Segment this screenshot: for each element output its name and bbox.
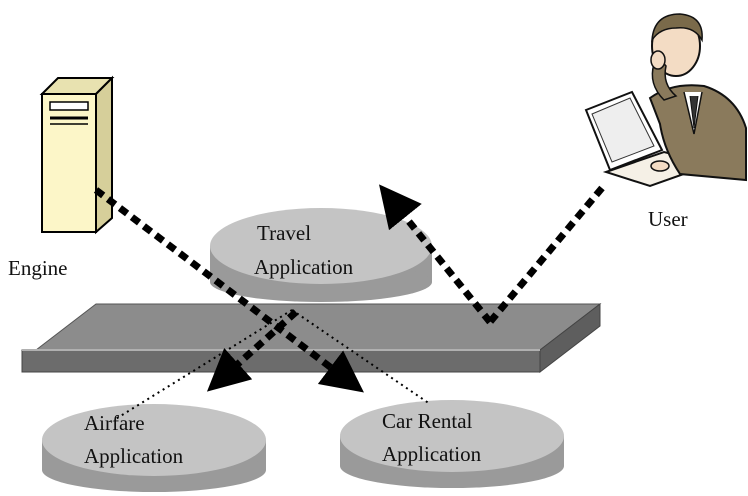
platform-to-travel-arrow xyxy=(379,184,493,325)
network-platform xyxy=(21,302,602,374)
businessman-at-computer-icon xyxy=(584,13,747,188)
travel-application-disc xyxy=(210,208,432,302)
travel-application-label-line2: Application xyxy=(254,255,354,279)
car-rental-application-disc xyxy=(340,400,564,488)
engine-label: Engine xyxy=(8,256,67,280)
server-tower-icon xyxy=(39,75,115,235)
airfare-application-disc xyxy=(42,404,266,492)
user-label: User xyxy=(648,207,688,231)
car-rental-application-label-line2: Application xyxy=(382,442,482,466)
travel-to-airfare-connector xyxy=(113,309,293,421)
user-to-platform-flow xyxy=(487,185,605,325)
airfare-application-label-line2: Application xyxy=(84,444,184,468)
travel-application-label-line1: Travel xyxy=(257,221,311,245)
travel-to-airfare-arrow xyxy=(206,309,299,392)
car-rental-application-label-line1: Car Rental xyxy=(382,409,473,433)
travel-to-car-rental-connector xyxy=(291,309,431,405)
airfare-application-label-line1: Airfare xyxy=(84,411,145,435)
engine-to-car-rental-arrow xyxy=(93,187,364,393)
